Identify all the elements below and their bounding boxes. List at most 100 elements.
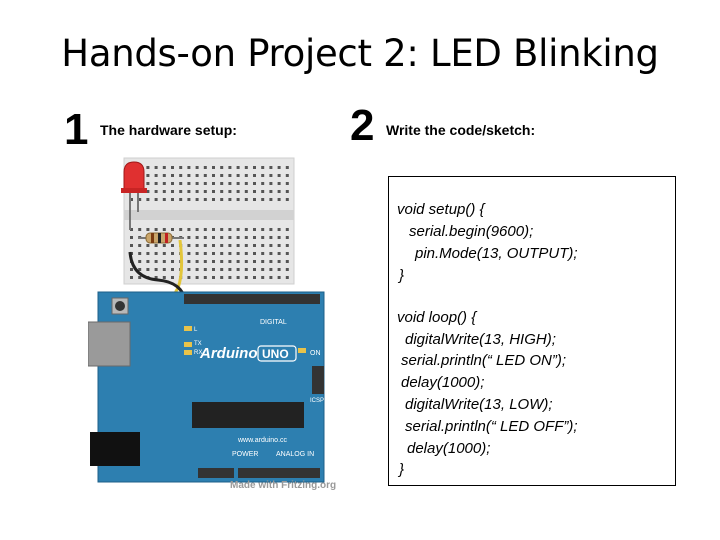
breadboard-hole (269, 276, 273, 279)
breadboard-hole (244, 260, 248, 263)
breadboard-hole (220, 166, 224, 169)
board-brand: Arduino (199, 345, 258, 362)
breadboard-hole (285, 228, 289, 231)
breadboard-hole (261, 276, 265, 279)
breadboard-hole (138, 268, 142, 271)
breadboard-hole (269, 236, 273, 239)
breadboard-hole (220, 252, 224, 255)
breadboard-hole (228, 228, 232, 231)
breadboard-hole (203, 174, 207, 177)
breadboard-hole (212, 228, 215, 231)
breadboard-hole (171, 174, 174, 177)
code-line: void setup() { (397, 201, 485, 218)
breadboard-hole (171, 244, 174, 247)
breadboard-hole (203, 166, 207, 169)
usb-connector (88, 321, 131, 367)
breadboard-hole (179, 182, 183, 185)
breadboard-hole (171, 276, 174, 279)
breadboard-hole (285, 182, 289, 185)
breadboard-hole (187, 260, 191, 263)
breadboard-hole (236, 244, 240, 247)
breadboard-hole (244, 174, 248, 177)
breadboard-hole (203, 198, 207, 201)
breadboard-hole (244, 198, 248, 201)
breadboard-hole (171, 252, 174, 255)
breadboard-hole (130, 236, 133, 239)
analog-label: ANALOG IN (276, 451, 314, 458)
breadboard-hole (220, 174, 224, 177)
breadboard-hole (277, 174, 281, 177)
breadboard-hole (154, 252, 158, 255)
website-label: www.arduino.cc (237, 437, 288, 444)
breadboard-channel (124, 210, 294, 220)
breadboard-hole (162, 228, 166, 231)
breadboard-hole (187, 182, 191, 185)
breadboard-hole (285, 252, 289, 255)
breadboard-hole (236, 190, 240, 193)
breadboard-hole (244, 252, 248, 255)
code-line: digitalWrite(13, LOW); (405, 396, 553, 413)
breadboard-hole (171, 166, 174, 169)
icsp-header (312, 366, 324, 394)
breadboard-hole (203, 260, 207, 263)
breadboard-hole (261, 228, 265, 231)
breadboard-hole (253, 198, 256, 201)
breadboard-hole (261, 268, 265, 271)
breadboard-hole (212, 268, 215, 271)
breadboard-hole (212, 166, 215, 169)
breadboard-hole (195, 190, 199, 193)
code-line: serial.begin(9600); (409, 223, 534, 240)
breadboard-hole (277, 228, 281, 231)
breadboard-hole (203, 228, 207, 231)
breadboard-hole (269, 190, 273, 193)
led (121, 161, 147, 230)
breadboard-hole (203, 190, 207, 193)
breadboard-hole (220, 244, 224, 247)
breadboard-hole (253, 276, 256, 279)
breadboard-hole (285, 198, 289, 201)
breadboard-hole (195, 252, 199, 255)
breadboard-hole (154, 174, 158, 177)
breadboard-hole (179, 198, 183, 201)
breadboard-hole (244, 182, 248, 185)
breadboard-hole (285, 174, 289, 177)
breadboard-hole (171, 268, 174, 271)
breadboard-hole (187, 236, 191, 239)
breadboard-hole (154, 166, 158, 169)
breadboard-hole (179, 166, 183, 169)
breadboard-hole (253, 190, 256, 193)
code-line: digitalWrite(13, HIGH); (405, 331, 556, 348)
breadboard-hole (146, 182, 150, 185)
digital-label: DIGITAL (260, 319, 287, 326)
breadboard-hole (277, 166, 281, 169)
breadboard-hole (162, 174, 166, 177)
breadboard-hole (220, 260, 224, 263)
breadboard-hole (277, 198, 281, 201)
breadboard-hole (236, 236, 240, 239)
breadboard-hole (261, 174, 265, 177)
code-line: delay(1000); (401, 374, 485, 391)
breadboard-hole (253, 260, 256, 263)
breadboard-hole (195, 260, 199, 263)
breadboard-hole (277, 190, 281, 193)
breadboard-hole (269, 244, 273, 247)
breadboard-hole (261, 190, 265, 193)
breadboard-hole (277, 182, 281, 185)
breadboard-hole (162, 276, 166, 279)
breadboard-hole (154, 260, 158, 263)
breadboard-hole (138, 198, 142, 201)
breadboard-hole (269, 174, 273, 177)
breadboard-hole (195, 174, 199, 177)
breadboard-hole (277, 244, 281, 247)
breadboard-hole (146, 260, 150, 263)
breadboard-hole (228, 182, 232, 185)
arduino-board (97, 291, 325, 483)
breadboard-hole (285, 260, 289, 263)
breadboard-hole (212, 252, 215, 255)
breadboard-hole (212, 198, 215, 201)
board-model: UNO (262, 347, 289, 361)
breadboard-hole (203, 244, 207, 247)
breadboard-hole (187, 228, 191, 231)
breadboard-hole (138, 228, 142, 231)
breadboard-hole (146, 268, 150, 271)
